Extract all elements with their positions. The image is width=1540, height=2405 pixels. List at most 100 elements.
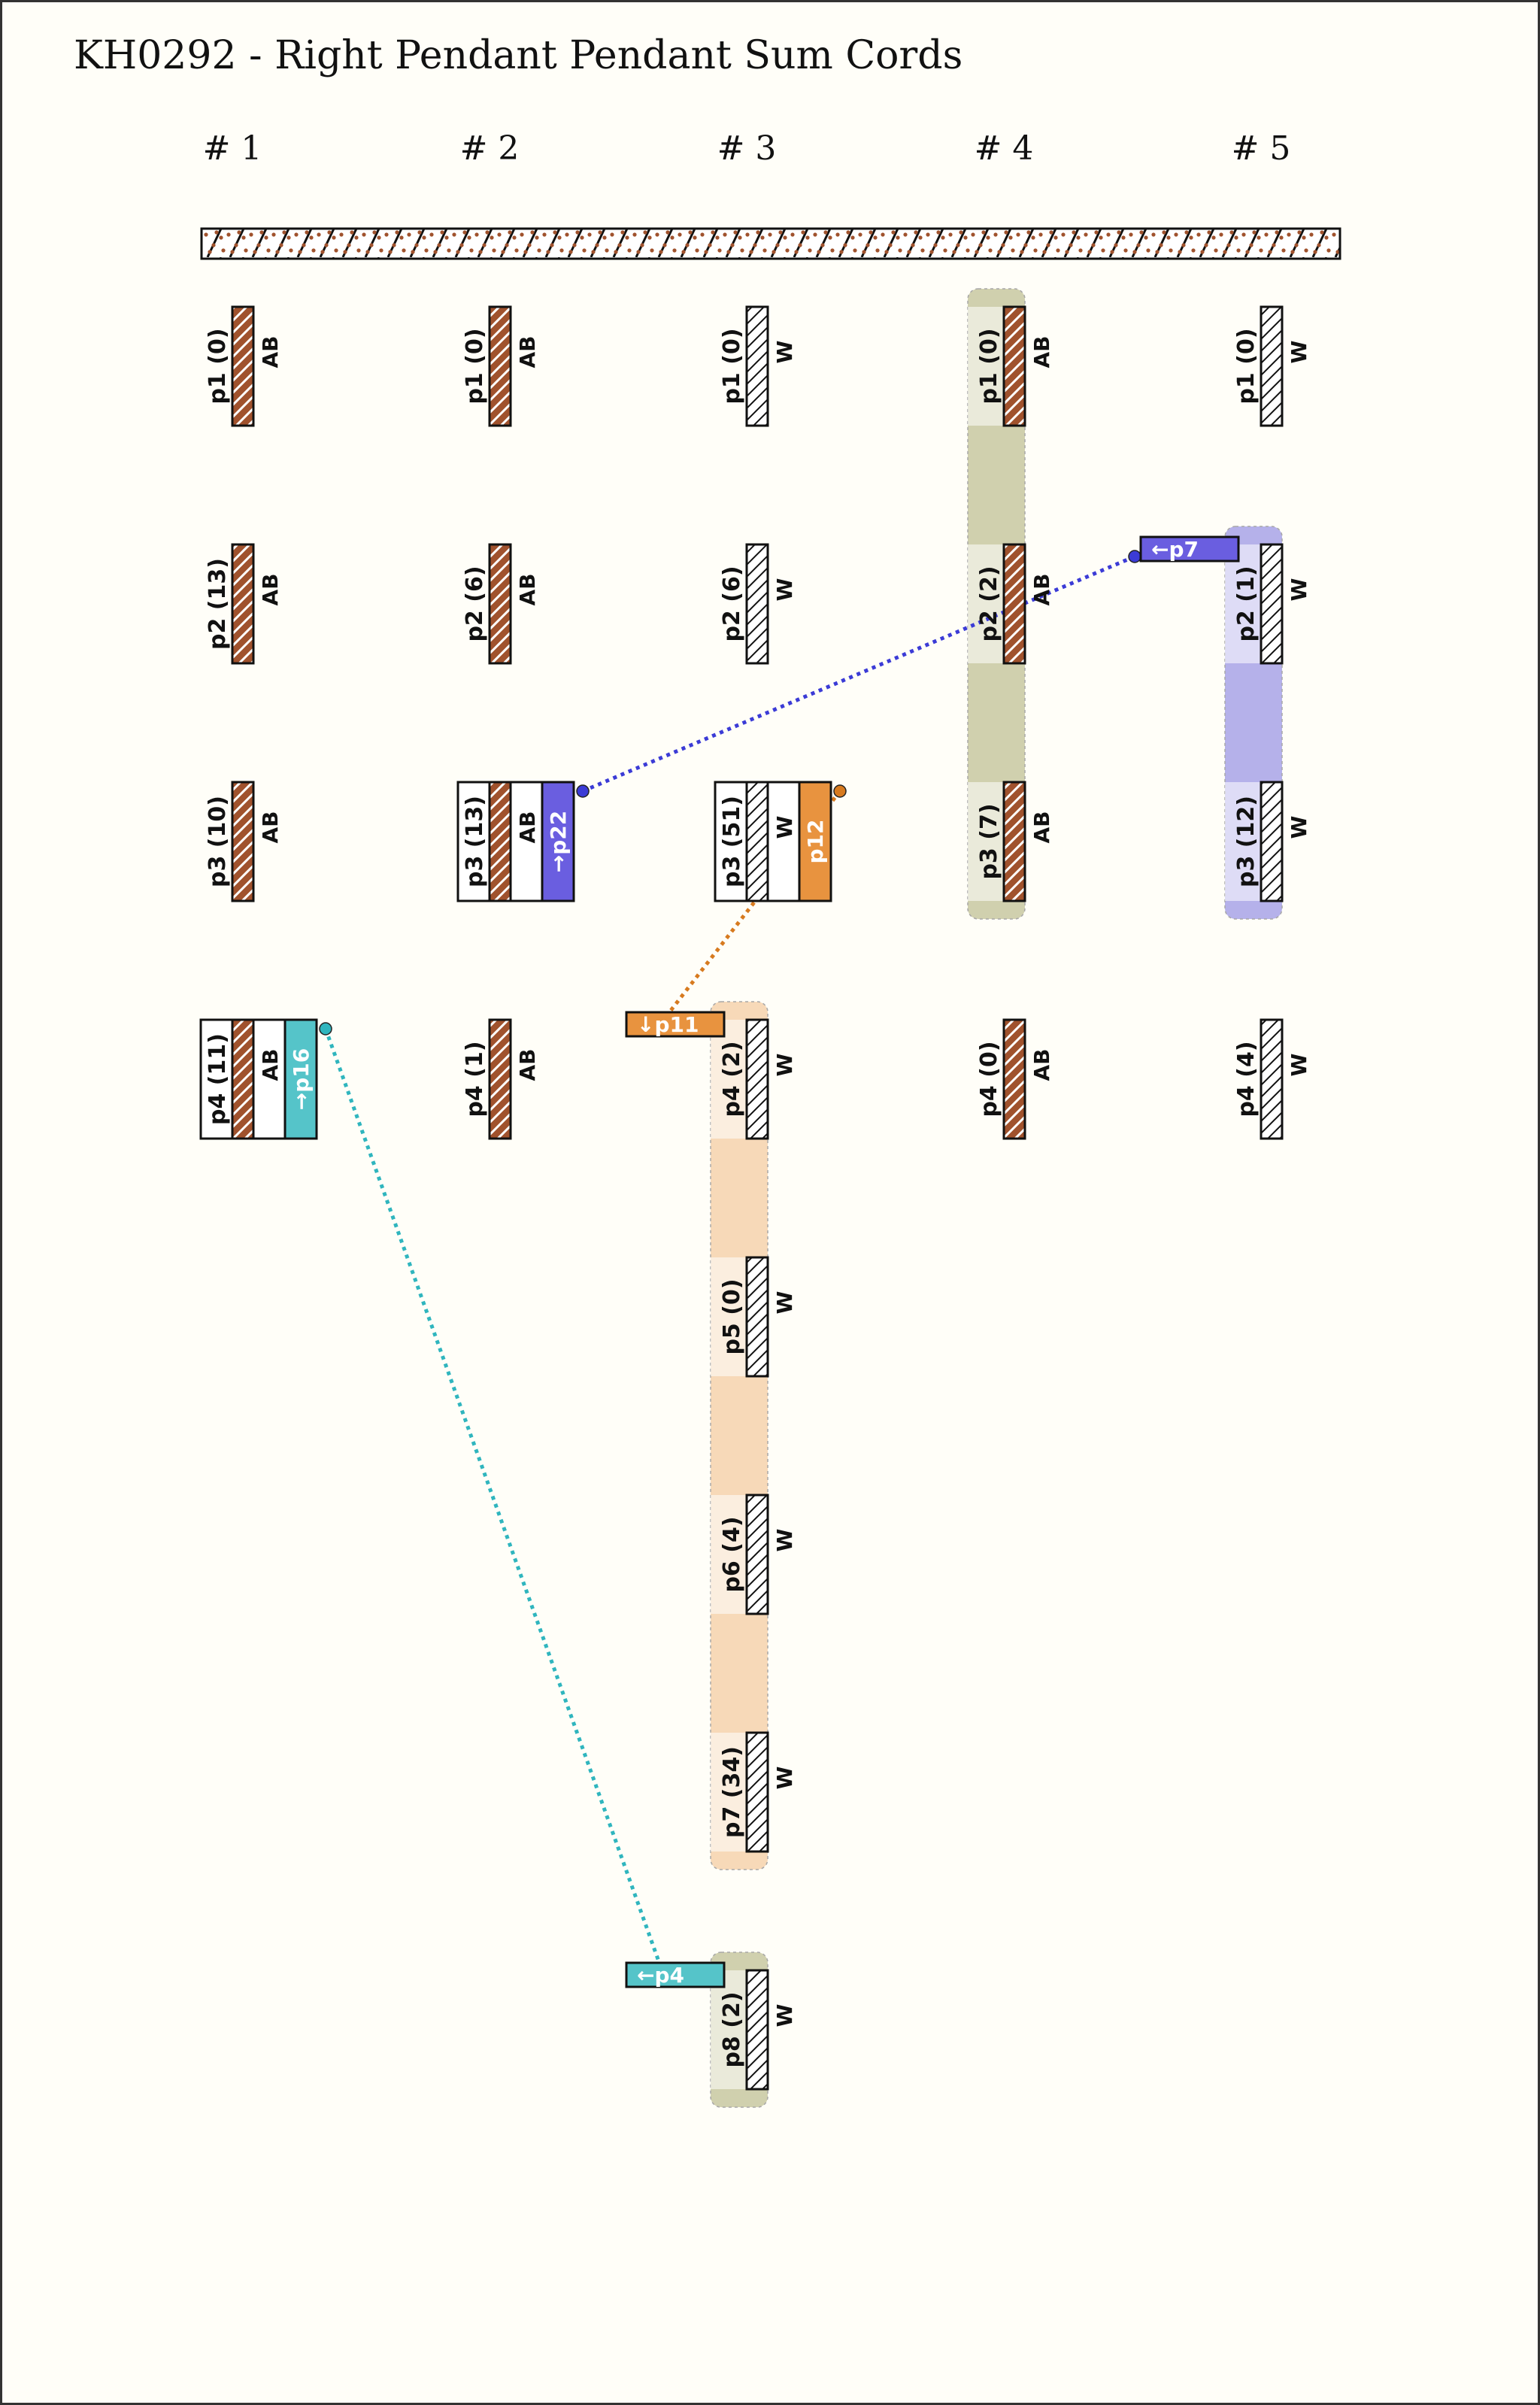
pendant-cord-c5p2[interactable]: p2 (1)W [1233, 543, 1311, 665]
source-tag-1[interactable]: ←p7 [1139, 535, 1240, 563]
cord-label: p2 (6) [719, 566, 745, 641]
link-end-dot [1128, 550, 1141, 563]
pendant-cord-c1p1[interactable]: p1 (0)AB [205, 305, 283, 427]
cord-label: p4 (2) [719, 1041, 745, 1117]
pendant-cord-c2p2[interactable]: p2 (6) AB [462, 543, 540, 665]
source-tag-box [1139, 535, 1240, 563]
cord-color-strip [1260, 305, 1284, 427]
cord-label: p1 (0) [719, 328, 745, 404]
source-tag-box [625, 1961, 726, 1988]
cord-color-strip [488, 1018, 512, 1140]
cord-color-code: W [772, 815, 797, 839]
main-cord [200, 227, 1341, 260]
cord-label: p7 (34) [719, 1746, 745, 1838]
cord-color-code: W [772, 1053, 797, 1076]
cord-color-code: AB [258, 573, 283, 605]
cord-color-strip [231, 1018, 255, 1140]
cord-color-code: W [1287, 815, 1311, 839]
cord-color-strip [488, 305, 512, 427]
group-label-1: # 1 [202, 129, 262, 168]
cord-color-code: AB [1029, 335, 1054, 368]
pendant-cord-c2p4[interactable]: p4 (1) AB [462, 1018, 540, 1140]
cord-color-code: W [772, 1290, 797, 1314]
cord-color-strip [745, 1256, 769, 1378]
pendant-cord-c1p3[interactable]: p3 (10) AB [205, 781, 283, 902]
pendant-cord-c4p4[interactable]: p4 (0)AB [976, 1018, 1054, 1140]
source-tag-3[interactable]: ←p4 [625, 1961, 726, 1988]
pendant-cord-c4p3[interactable]: p3 (7) AB [976, 781, 1054, 902]
source-tag-box [625, 1011, 726, 1038]
pendant-cord-c5p1[interactable]: p1 (0) W [1233, 305, 1311, 427]
cord-color-code: AB [258, 335, 283, 368]
pendant-cord-c3p6[interactable]: p6 (4)W [719, 1494, 797, 1615]
cord-label: p3 (7) [976, 803, 1002, 879]
pendant-cord-c3p5[interactable]: p5 (0) W [719, 1256, 797, 1378]
source-tag-label: ←p4 [637, 1963, 684, 1988]
cord-color-code: W [772, 578, 797, 601]
cord-color-code: AB [258, 1048, 283, 1081]
cord-label: p3 (13) [462, 796, 488, 887]
cord-color-code: AB [515, 573, 540, 605]
cord-color-code: AB [1029, 811, 1054, 843]
cord-color-strip [488, 781, 512, 902]
group-label-2: # 2 [459, 129, 520, 168]
cord-label: p3 (10) [205, 796, 231, 887]
cord-color-strip [745, 1494, 769, 1615]
cord-label: p2 (2) [976, 566, 1002, 641]
source-tag-2[interactable]: ↓p11 [625, 1011, 726, 1038]
cord-color-strip [488, 543, 512, 665]
cord-color-code: W [772, 1766, 797, 1789]
cord-sum-tag [541, 781, 575, 902]
cord-label: p1 (0) [1233, 328, 1260, 404]
cord-label: p2 (6) [462, 566, 488, 641]
cord-color-strip [1002, 781, 1026, 902]
cord-color-code: AB [515, 1048, 540, 1081]
cord-color-strip [231, 305, 255, 427]
cord-label: p4 (1) [462, 1041, 488, 1117]
cord-label: p3 (51) [719, 796, 745, 887]
link-start-dot [833, 784, 847, 798]
cord-label: p4 (4) [1233, 1041, 1260, 1117]
cord-color-strip [745, 543, 769, 665]
pendant-cord-c4p2[interactable]: p2 (2)AB [976, 543, 1054, 665]
link-line-3 [323, 1028, 665, 1973]
pendant-cord-c3p4[interactable]: p4 (2) W [719, 1018, 797, 1140]
cord-color-code: W [1287, 340, 1311, 363]
cord-color-code: W [772, 340, 797, 363]
cord-color-code: AB [258, 811, 283, 843]
pendant-cord-c5p4[interactable]: p4 (4) W [1233, 1018, 1311, 1140]
pendant-cord-c5p3[interactable]: p3 (12) W [1233, 781, 1311, 902]
pendant-cord-c3p2[interactable]: p2 (6) W [719, 543, 797, 665]
cord-sum-tag-label: →p16 [289, 1048, 314, 1110]
pendant-cord-c4p1[interactable]: p1 (0) AB [976, 305, 1054, 427]
cord-color-code: W [1287, 1053, 1311, 1076]
cord-color-strip [231, 543, 255, 665]
cord-color-code: AB [515, 335, 540, 368]
cord-label: p5 (0) [719, 1278, 745, 1354]
cord-color-strip [745, 1969, 769, 2091]
cord-color-code: AB [515, 811, 540, 843]
link-line-2 [661, 790, 841, 1023]
pendant-cord-c3p1[interactable]: p1 (0) W [719, 305, 797, 427]
cord-label: p1 (0) [462, 328, 488, 404]
pendant-cord-c3p7[interactable]: p7 (34) W [719, 1731, 797, 1853]
cord-color-strip [1260, 781, 1284, 902]
cord-sum-tag [798, 781, 832, 902]
tags-layer: ←p7 ↓p11 ←p4 [625, 535, 1240, 1988]
cord-label: p1 (0) [976, 328, 1002, 404]
cord-sum-tag-label: p12 [803, 819, 828, 863]
cord-color-code: AB [1029, 1048, 1054, 1081]
link-start-dot [319, 1022, 332, 1036]
pendant-cord-c3p3[interactable]: p12 p3 (51) W [714, 781, 832, 902]
pendant-cord-c3p8[interactable]: p8 (2)W [719, 1969, 797, 2091]
cord-color-code: W [1287, 578, 1311, 601]
cord-label: p8 (2) [719, 1991, 745, 2067]
pendant-cord-c1p2[interactable]: p2 (13)AB [205, 543, 283, 665]
pendant-cord-c2p1[interactable]: p1 (0) AB [462, 305, 540, 427]
cord-label: p3 (12) [1233, 796, 1260, 887]
cord-color-strip [1260, 543, 1284, 665]
